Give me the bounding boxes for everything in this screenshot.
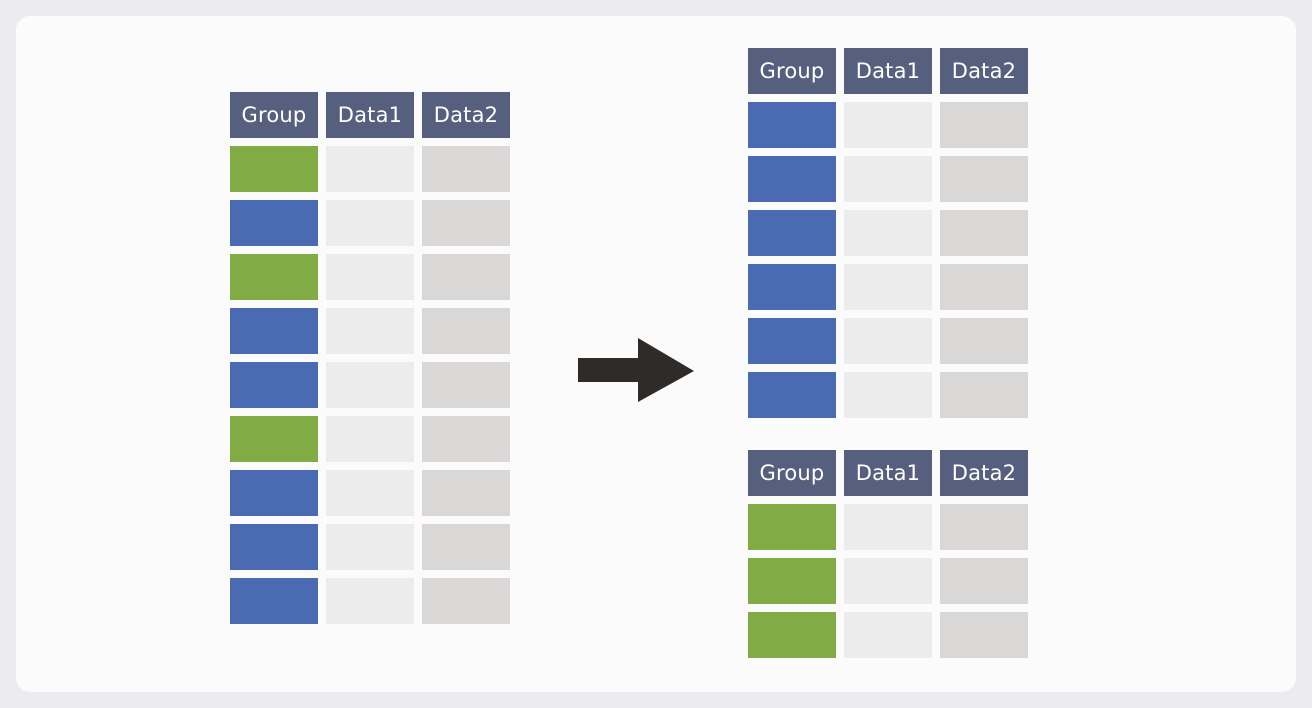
data2-cell xyxy=(940,318,1028,364)
header-data2: Data2 xyxy=(422,92,510,138)
data2-cell xyxy=(422,308,510,354)
data1-cell xyxy=(326,524,414,570)
data1-cell xyxy=(326,254,414,300)
data2-cell xyxy=(422,254,510,300)
data1-cell xyxy=(844,558,932,604)
right-arrow-icon xyxy=(578,338,694,402)
header-data2: Data2 xyxy=(940,48,1028,94)
group-cell-blue xyxy=(230,308,318,354)
group-cell-green xyxy=(748,612,836,658)
header-group: Group xyxy=(748,450,836,496)
data1-cell xyxy=(326,470,414,516)
data1-cell xyxy=(844,210,932,256)
header-data1: Data1 xyxy=(844,450,932,496)
group-cell-blue xyxy=(230,200,318,246)
data2-cell xyxy=(940,102,1028,148)
group-cell-blue xyxy=(230,470,318,516)
data2-cell xyxy=(422,470,510,516)
group-cell-blue xyxy=(748,372,836,418)
source-table: Group Data1 Data2 xyxy=(230,92,510,624)
group-cell-green xyxy=(748,558,836,604)
data1-cell xyxy=(844,612,932,658)
data2-cell xyxy=(422,416,510,462)
data1-cell xyxy=(326,416,414,462)
group-cell-green xyxy=(230,254,318,300)
data2-cell xyxy=(940,210,1028,256)
data2-cell xyxy=(940,612,1028,658)
data2-cell xyxy=(422,578,510,624)
group-cell-green xyxy=(230,416,318,462)
data1-cell xyxy=(844,102,932,148)
data2-cell xyxy=(940,264,1028,310)
result-table-green: Group Data1 Data2 xyxy=(748,450,1028,658)
result-table-blue: Group Data1 Data2 xyxy=(748,48,1028,418)
group-cell-blue xyxy=(748,156,836,202)
data2-cell xyxy=(422,200,510,246)
data1-cell xyxy=(326,578,414,624)
group-cell-blue xyxy=(230,578,318,624)
group-cell-blue xyxy=(748,102,836,148)
header-group: Group xyxy=(748,48,836,94)
data2-cell xyxy=(940,558,1028,604)
data1-cell xyxy=(844,372,932,418)
diagram-canvas: Group Data1 Data2 Group Data1 Data2 Grou… xyxy=(16,16,1296,692)
group-cell-blue xyxy=(748,264,836,310)
group-cell-green xyxy=(230,146,318,192)
data1-cell xyxy=(326,308,414,354)
data1-cell xyxy=(326,200,414,246)
data1-cell xyxy=(844,504,932,550)
data2-cell xyxy=(422,146,510,192)
data1-cell xyxy=(844,318,932,364)
data2-cell xyxy=(422,524,510,570)
group-cell-green xyxy=(748,504,836,550)
header-data1: Data1 xyxy=(844,48,932,94)
data1-cell xyxy=(326,362,414,408)
data1-cell xyxy=(844,156,932,202)
data1-cell xyxy=(844,264,932,310)
data2-cell xyxy=(422,362,510,408)
data2-cell xyxy=(940,372,1028,418)
header-data2: Data2 xyxy=(940,450,1028,496)
data2-cell xyxy=(940,156,1028,202)
group-cell-blue xyxy=(748,210,836,256)
header-group: Group xyxy=(230,92,318,138)
group-cell-blue xyxy=(230,362,318,408)
group-cell-blue xyxy=(230,524,318,570)
header-data1: Data1 xyxy=(326,92,414,138)
data2-cell xyxy=(940,504,1028,550)
data1-cell xyxy=(326,146,414,192)
group-cell-blue xyxy=(748,318,836,364)
